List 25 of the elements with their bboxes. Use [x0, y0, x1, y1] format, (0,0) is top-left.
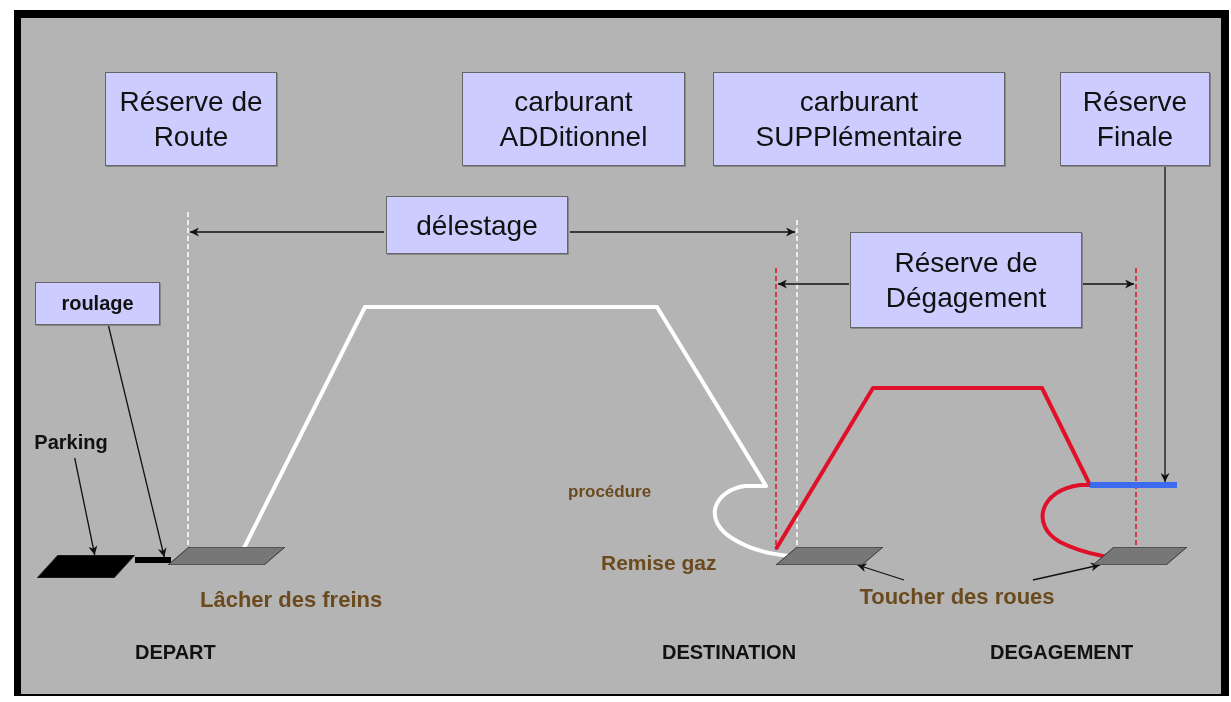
label-box: Réserve Finale [1060, 72, 1210, 166]
leader-line [856, 563, 905, 581]
label-box: Réserve de Dégagement [850, 232, 1082, 328]
place-label: DEGAGEMENT [990, 641, 1134, 664]
leader-line [74, 457, 98, 556]
callout-text: Parking [18, 426, 124, 458]
runway-drawing [776, 547, 883, 565]
leader-line [1160, 165, 1170, 483]
label-box: roulage [35, 282, 160, 325]
label-box: Réserve de Route [105, 72, 277, 166]
runway-drawing [1093, 547, 1187, 565]
label-box: délestage [386, 196, 568, 254]
caption-label: Remise gaz [601, 551, 717, 575]
procedure-label: procédure [568, 482, 652, 502]
leader-line [1032, 562, 1101, 581]
leader-line [107, 324, 167, 558]
runway-drawing [168, 547, 285, 565]
taxiway-drawing [135, 557, 171, 563]
callout-text: Toucher des roues [830, 580, 1084, 614]
label-box: carburant SUPPlémentaire [713, 72, 1005, 166]
parking-area-drawing [37, 555, 135, 578]
place-label: DEPART [135, 641, 216, 664]
caption-label: Lâcher des freins [200, 587, 383, 613]
place-label: DESTINATION [662, 641, 797, 664]
label-box: carburant ADDitionnel [462, 72, 685, 166]
